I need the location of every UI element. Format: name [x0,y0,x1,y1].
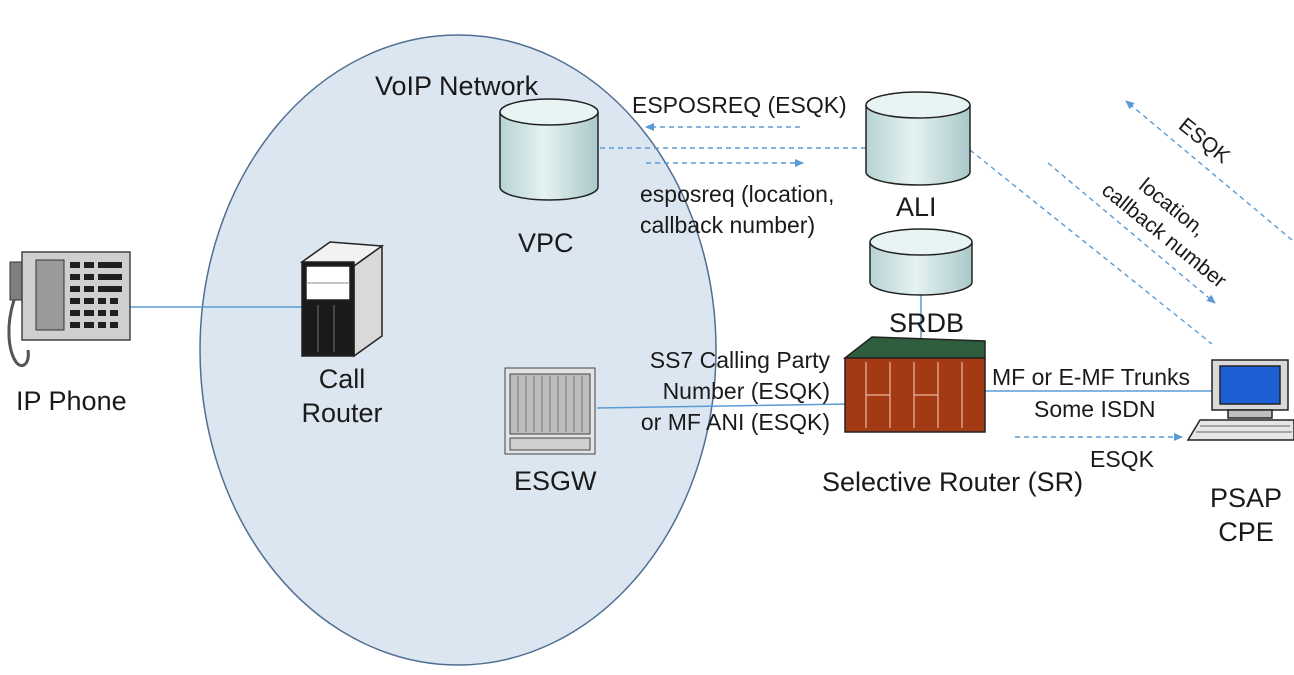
ip-phone-label: IP Phone [16,386,127,416]
esgw-label: ESGW [514,466,597,496]
sr-psap-esqk-label: ESQK [1090,446,1154,472]
call-router-label-line2: Router [301,398,383,428]
location-arrow [1047,162,1216,304]
ali-psap-link [969,149,1213,345]
selective-router-icon [842,336,986,433]
esposreq-location-line1: esposreq (location, [640,181,835,207]
ip-phone-icon [7,251,131,367]
call-router-label-line1: Call [318,364,366,394]
esposreq-location-line2: callback number) [640,212,816,238]
esposreq-esqk-label: ESPOSREQ (ESQK) [632,92,847,118]
dashed-flows [600,100,1293,441]
ali-database-icon [865,91,971,186]
selective-router-label: Selective Router (SR) [822,467,1084,497]
ss7-line3: or MF ANI (ESQK) [640,409,830,435]
trunks-label-line1: MF or E-MF Trunks [992,364,1191,390]
psap-label: PSAP CPE [1206,481,1286,549]
esgw-sr-link [596,403,851,409]
vpc-database-icon [499,98,599,201]
esgw-rack-icon [504,367,596,455]
ss7-line1: SS7 Calling Party [649,347,830,373]
psap-ali-esqk-arrow [1125,100,1293,241]
esposreq-location-label: esposreq (location, callback number) [640,179,834,241]
ss7-label: SS7 Calling Party Number (ESQK) or MF AN… [598,345,830,438]
trunks-label-line2: Some ISDN [1034,396,1156,422]
vpc-label: VPC [518,228,574,258]
psap-computer-icon [1186,359,1294,441]
ali-label: ALI [896,192,937,222]
srdb-database-icon [869,228,973,296]
psap-label-line1: PSAP [1209,483,1283,513]
voip-network-title: VoIP Network [375,71,539,101]
srdb-label: SRDB [889,308,965,338]
solid-links [130,294,1212,409]
psap-label-line2: CPE [1218,517,1274,547]
ss7-line2: Number (ESQK) [662,378,830,404]
call-router-label: Call Router [282,362,402,430]
call-router-icon [299,241,385,358]
